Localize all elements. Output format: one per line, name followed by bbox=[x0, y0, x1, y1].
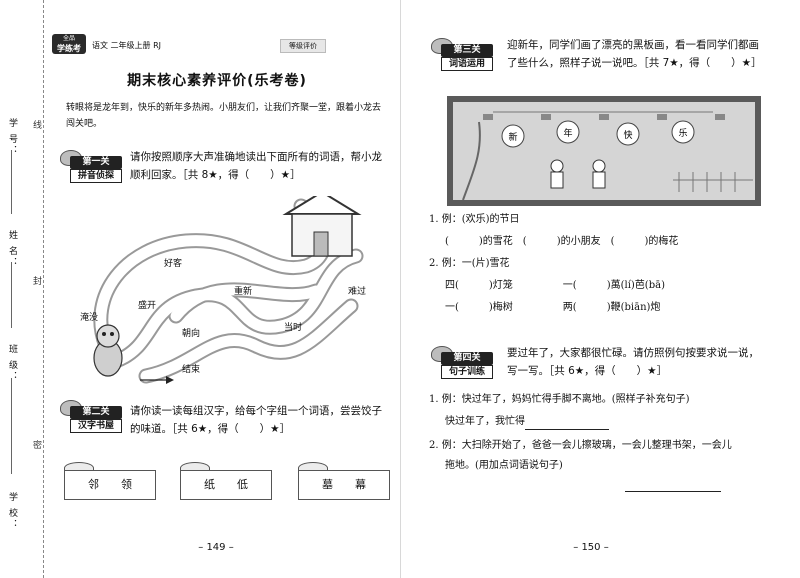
level3-number: 第三关 bbox=[441, 44, 493, 57]
page-number: – 149 – bbox=[198, 542, 234, 553]
school-label: 学 校： bbox=[7, 492, 17, 530]
grade-tag: 等级评价 bbox=[280, 39, 326, 53]
level4-number: 第四关 bbox=[441, 352, 493, 365]
level4-item-1-answer: 快过年了，我忙得 bbox=[445, 414, 609, 430]
level2-name: 汉字书屋 bbox=[70, 419, 122, 433]
logo-main: 学练考 bbox=[57, 44, 81, 53]
lantern-icon bbox=[671, 120, 695, 144]
level1-question: 请你按照顺序大声准确地读出下面所有的词语，帮小龙顺利回家。［共 8★，得（ ）★… bbox=[130, 151, 382, 181]
left-page: 学 号： 姓 名： 班 级： 学 校： 线 封 密 全品 学练考 语文 二年级上… bbox=[0, 0, 392, 578]
maze-word: 难过 bbox=[348, 287, 367, 297]
level1-name: 拼音侦探 bbox=[70, 169, 122, 183]
level4-badge: 第四关 句子训练 bbox=[431, 346, 493, 380]
level4-item-2: 2. 例：大扫除开始了，爸爸一会儿擦玻璃，一会儿整理书架，一会儿 bbox=[429, 440, 732, 451]
level3-item-2-row1: 四( )灯笼 一( )萬(lí)芭(bā) bbox=[445, 280, 665, 291]
level2-number: 第二关 bbox=[70, 406, 122, 419]
level3-name: 词语运用 bbox=[441, 57, 493, 71]
dumpling-card: 墓幕 bbox=[298, 462, 390, 504]
class-label: 班 级： bbox=[7, 344, 17, 382]
board-char: 乐 bbox=[678, 127, 687, 139]
binding-strip: 学 号： 姓 名： 班 级： 学 校： 线 封 密 bbox=[0, 0, 44, 578]
maze-word: 好客 bbox=[164, 259, 183, 269]
page-number: – 150 – bbox=[573, 542, 609, 553]
maze-word: 朝向 bbox=[182, 329, 201, 339]
level3-question: 迎新年，同学们画了漂亮的黑板画，看一看同学们都画了些什么，照样子说一说吧。［共 … bbox=[507, 39, 762, 69]
brand-logo: 全品 学练考 bbox=[52, 34, 86, 54]
firecracker-icon bbox=[483, 114, 493, 120]
name-line bbox=[11, 262, 12, 328]
dragon-character-icon bbox=[93, 324, 123, 377]
children-icon bbox=[550, 159, 606, 189]
class-line bbox=[11, 378, 12, 474]
maze-word: 重新 bbox=[234, 287, 253, 297]
level4-name: 句子训练 bbox=[441, 365, 493, 379]
level4-item-1-prompt: 快过年了，我忙得 bbox=[445, 416, 525, 427]
board-char: 年 bbox=[563, 127, 572, 139]
arrow-icon bbox=[166, 376, 174, 384]
level1-number: 第一关 bbox=[70, 156, 122, 169]
firecracker-icon bbox=[541, 114, 551, 120]
id-line bbox=[11, 150, 12, 214]
maze-paths bbox=[93, 190, 364, 384]
maze-word: 盛开 bbox=[138, 301, 157, 311]
maze-word: 淹没 bbox=[80, 313, 99, 323]
page-header: 全品 学练考 语文 二年级上册 RJ 等级评价 bbox=[52, 34, 392, 54]
dumpling-card: 邻领 bbox=[64, 462, 156, 504]
level2-badge: 第二关 汉字书屋 bbox=[60, 400, 122, 434]
maze-word: 结束 bbox=[182, 365, 201, 375]
level3-item-2: 2. 例：一(片)雪花 bbox=[429, 258, 510, 269]
level4-item-2-answer bbox=[445, 476, 721, 492]
answer-line[interactable] bbox=[525, 418, 609, 430]
board-char: 新 bbox=[508, 131, 517, 143]
maze-word: 当时 bbox=[284, 323, 303, 333]
firecracker-icon bbox=[715, 114, 725, 120]
lantern-icon bbox=[501, 124, 525, 148]
id-label: 学 号： bbox=[7, 118, 17, 156]
pinyin-maze: 好客 重新 难过 盛开 淹没 朝向 当时 结束 bbox=[66, 190, 386, 392]
char-pair: 邻领 bbox=[64, 470, 156, 500]
book-meta: 语文 二年级上册 RJ bbox=[92, 41, 162, 50]
dumpling-card: 纸低 bbox=[180, 462, 272, 504]
answer-line[interactable] bbox=[625, 480, 721, 492]
level4-question: 要过年了，大家都很忙碌。请仿照例句按要求说一说，写一写。［共 6★，得（ ）★］ bbox=[507, 347, 759, 377]
board-art: 新 年 快 乐 bbox=[462, 111, 753, 200]
logo-top: 全品 bbox=[62, 35, 75, 42]
lantern-icon bbox=[616, 122, 640, 146]
right-page: 第三关 词语运用 迎新年，同学们画了漂亮的黑板画，看一看同学们都画了些什么，照样… bbox=[400, 0, 800, 578]
level2-question: 请你读一读每组汉字，给每个字组一个词语，尝尝饺子的味道。［共 6★，得（ ）★］ bbox=[130, 405, 382, 435]
level3-badge: 第三关 词语运用 bbox=[431, 38, 493, 72]
level1-badge: 第一关 拼音侦探 bbox=[60, 150, 122, 184]
intro-text: 转眼将是龙年到，快乐的新年多热闹。小朋友们，让我们齐聚一堂，跟着小龙去闯关吧。 bbox=[66, 103, 382, 129]
level3-item-1: 1. 例：(欢乐)的节日 bbox=[429, 214, 520, 225]
level3-item-1-blanks: ( )的雪花 ( )的小朋友 ( )的梅花 bbox=[445, 236, 679, 247]
firecracker-icon bbox=[599, 114, 609, 120]
name-label: 姓 名： bbox=[7, 230, 17, 268]
lantern-icon bbox=[556, 120, 580, 144]
level3-item-2-row2: 一( )梅树 两( )鞭(biān)炮 bbox=[445, 302, 661, 313]
level4-item-2-cont: 拖地。(用加点词语说句子) bbox=[445, 460, 563, 471]
firecracker-icon bbox=[657, 114, 667, 120]
level4-item-1: 1. 例：快过年了，妈妈忙得手脚不离地。(照样子补充句子) bbox=[429, 394, 690, 405]
cut-mark: 密 bbox=[31, 440, 41, 449]
board-char: 快 bbox=[623, 129, 632, 141]
page-title: 期末核心素养评价(乐考卷) bbox=[127, 73, 307, 89]
cut-mark: 封 bbox=[31, 276, 41, 285]
char-pair: 墓幕 bbox=[298, 470, 390, 500]
house-icon bbox=[282, 190, 362, 257]
blackboard-drawing: 新 年 快 乐 bbox=[447, 96, 761, 206]
char-pair: 纸低 bbox=[180, 470, 272, 500]
plum-tree-icon bbox=[462, 121, 481, 200]
cut-mark: 线 bbox=[31, 120, 41, 129]
